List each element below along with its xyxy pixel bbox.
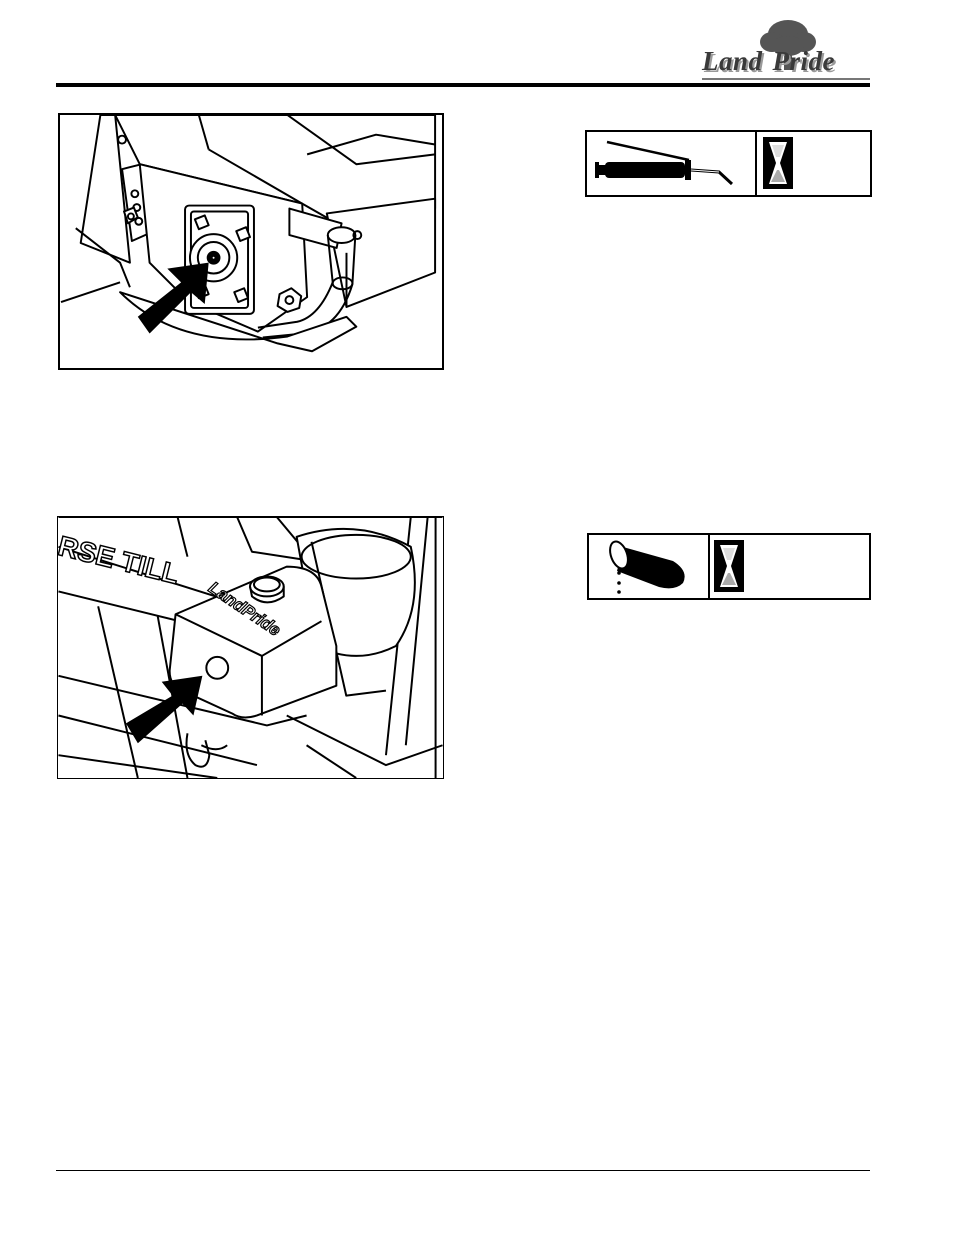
grease-gun-icon bbox=[587, 132, 755, 195]
footer-rule bbox=[56, 1170, 870, 1171]
interval-cell bbox=[710, 535, 869, 598]
interval-cell bbox=[757, 132, 870, 195]
brand-underline bbox=[702, 78, 870, 80]
arrow-icon bbox=[126, 676, 202, 743]
gearbox-illustration bbox=[60, 115, 442, 368]
header-rule bbox=[56, 83, 870, 87]
hourglass-icon bbox=[714, 540, 744, 592]
grease-gun-cell bbox=[587, 132, 757, 195]
figure-gearbox-oil-plug: RSE TILL LandPride bbox=[57, 516, 444, 779]
embossed-side-text: RSE TILL bbox=[58, 530, 182, 590]
oil-interval-icon-box bbox=[587, 533, 871, 600]
grease-interval-icon-box bbox=[585, 130, 872, 197]
oil-can-icon bbox=[589, 535, 708, 598]
oil-can-cell bbox=[589, 535, 710, 598]
gearbox-cover-illustration: RSE TILL LandPride bbox=[58, 517, 443, 778]
figure-gearbox-grease-fitting bbox=[58, 113, 444, 370]
hourglass-icon bbox=[763, 137, 793, 189]
